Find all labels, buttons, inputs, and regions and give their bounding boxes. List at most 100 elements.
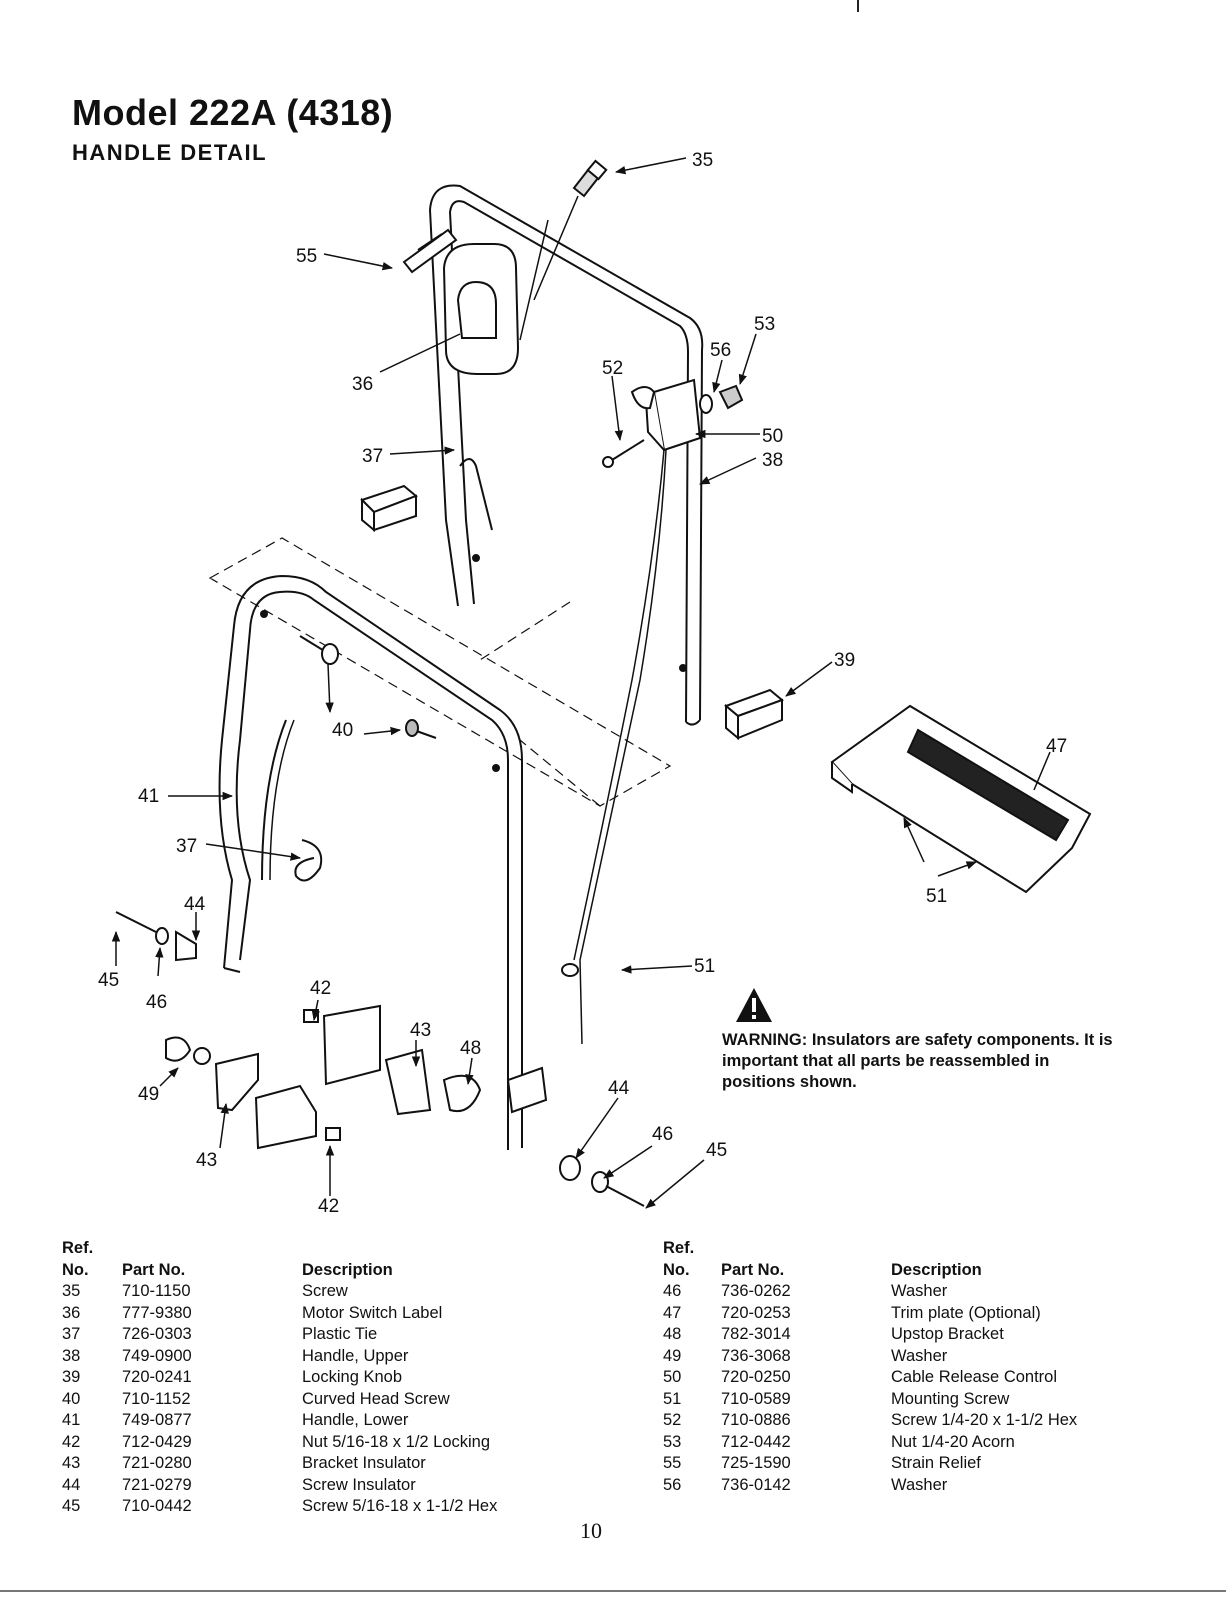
header-part-no: Part No. xyxy=(721,1260,785,1279)
description-cell: Nut 5/16-18 x 1/2 Locking xyxy=(302,1432,491,1451)
description-cell: Handle, Upper xyxy=(302,1346,409,1365)
callout-45-left: 45 xyxy=(98,970,119,991)
part-no-cell: 712-0429 xyxy=(122,1432,192,1451)
part-no-cell: 712-0442 xyxy=(721,1432,791,1451)
callout-44-right: 44 xyxy=(608,1078,630,1099)
callout-41: 41 xyxy=(138,786,159,807)
callout-47: 47 xyxy=(1046,736,1067,757)
callout-49: 49 xyxy=(138,1084,159,1105)
description-cell: Curved Head Screw xyxy=(302,1389,450,1408)
ref-no-cell: 51 xyxy=(663,1389,682,1408)
description-cell: Nut 1/4-20 Acorn xyxy=(891,1432,1015,1451)
nut-and-washer xyxy=(699,384,744,414)
ref-no-cell: 42 xyxy=(62,1432,81,1451)
description-cell: Washer xyxy=(891,1282,948,1300)
warning-triangle-icon xyxy=(736,988,772,1022)
callout-45-right: 45 xyxy=(706,1140,727,1161)
part-no-cell: 720-0241 xyxy=(122,1368,192,1386)
part-no-cell: 710-0589 xyxy=(721,1389,791,1408)
callout-51-trim: 51 xyxy=(926,886,947,907)
ref-no-cell: 52 xyxy=(663,1411,682,1429)
locking-knob-upper xyxy=(360,484,418,533)
hardware-group-right xyxy=(506,963,645,1207)
trim-plate xyxy=(830,704,1092,894)
locking-knob-39 xyxy=(724,688,784,741)
table-header-row: Ref. xyxy=(663,1239,1191,1261)
part-no-cell: 749-0900 xyxy=(122,1346,192,1365)
part-no-cell: 736-0142 xyxy=(721,1475,791,1494)
part-no-cell: 721-0280 xyxy=(122,1454,192,1472)
scan-mark xyxy=(857,0,859,12)
callout-46-right: 46 xyxy=(652,1124,673,1145)
callout-40-upper: 40 xyxy=(332,720,353,741)
ref-no-cell: 47 xyxy=(663,1303,682,1322)
description-cell: Screw 5/16-18 x 1-1/2 Hex xyxy=(302,1497,498,1515)
part-no-cell: 710-0886 xyxy=(721,1411,791,1429)
plastic-tie-upper xyxy=(459,458,493,531)
description-cell: Washer xyxy=(891,1475,948,1494)
ref-no-cell: 43 xyxy=(62,1454,81,1472)
ref-no-cell: 41 xyxy=(62,1411,81,1429)
callout-leaders xyxy=(111,157,1051,1209)
callout-50: 50 xyxy=(762,426,783,447)
lower-handle xyxy=(218,574,523,1150)
ref-no-cell: 53 xyxy=(663,1432,682,1451)
dashed-alignment-plane xyxy=(208,537,672,807)
ref-no-cell: 37 xyxy=(62,1325,81,1343)
description-cell: Motor Switch Label xyxy=(302,1303,443,1322)
description-cell: Plastic Tie xyxy=(302,1325,378,1343)
plastic-tie-lower xyxy=(294,839,323,882)
ref-no-cell: 38 xyxy=(62,1346,81,1365)
page-number: 10 xyxy=(580,1518,602,1543)
header-description: Description xyxy=(302,1260,393,1279)
ref-no-cell: 45 xyxy=(62,1497,81,1515)
callout-43-lower: 43 xyxy=(196,1150,217,1171)
warning-lead: WARNING: xyxy=(722,1031,808,1049)
control-cable xyxy=(579,449,667,1045)
callout-36: 36 xyxy=(352,374,373,395)
table-row: 37 726-0303 Plastic Tie xyxy=(62,1325,602,1347)
ref-no-cell: 40 xyxy=(62,1389,81,1408)
table-header-row: No. Part No. Description xyxy=(663,1261,1191,1283)
screw-52 xyxy=(602,439,645,468)
description-cell: Strain Relief xyxy=(891,1454,981,1472)
description-cell: Screw Insulator xyxy=(302,1475,416,1494)
header-no: No. xyxy=(663,1260,690,1279)
ref-no-cell: 35 xyxy=(62,1282,81,1300)
callout-52: 52 xyxy=(602,358,623,379)
ref-no-cell: 50 xyxy=(663,1368,682,1386)
warning-note: WARNING: Insulators are safety component… xyxy=(722,1030,1122,1093)
strain-relief xyxy=(402,228,458,274)
ref-no-cell: 39 xyxy=(62,1368,81,1386)
callout-55: 55 xyxy=(296,246,317,267)
table-row: 42 712-0429 Nut 5/16-18 x 1/2 Locking xyxy=(62,1433,602,1455)
callout-44-left: 44 xyxy=(184,894,206,915)
description-cell: Mounting Screw xyxy=(891,1389,1010,1408)
part-no-cell: 710-1150 xyxy=(122,1282,191,1300)
callout-35: 35 xyxy=(692,150,713,171)
ref-no-cell: 48 xyxy=(663,1325,682,1343)
part-no-cell: 721-0279 xyxy=(122,1475,192,1494)
part-no-cell: 726-0303 xyxy=(122,1325,192,1343)
ref-no-cell: 49 xyxy=(663,1346,682,1365)
callout-43-upper: 43 xyxy=(410,1020,431,1041)
ref-no-cell: 46 xyxy=(663,1282,682,1300)
callout-42-upper: 42 xyxy=(310,978,331,999)
exploded-parts-diagram: 35 55 36 37 52 56 53 50 38 39 40 41 47 3… xyxy=(98,150,1092,1217)
callout-48: 48 xyxy=(460,1038,481,1059)
upper-handle xyxy=(429,184,704,726)
curved-head-screws xyxy=(299,635,437,739)
callout-38: 38 xyxy=(762,450,783,471)
screw-35 xyxy=(572,159,608,198)
ref-no-cell: 56 xyxy=(663,1475,682,1494)
table-row: 53 712-0442 Nut 1/4-20 Acorn xyxy=(663,1433,1191,1455)
